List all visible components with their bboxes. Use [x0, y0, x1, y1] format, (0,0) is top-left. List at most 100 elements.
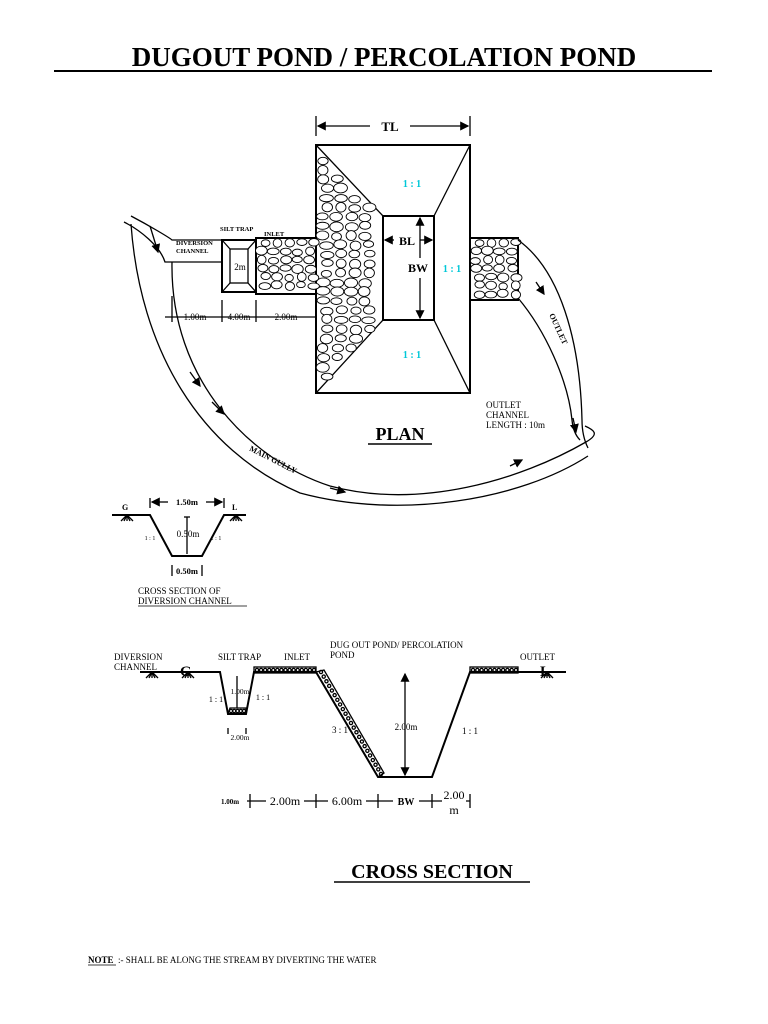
- pond-stone: [349, 333, 364, 344]
- pitching-dot: [291, 667, 296, 673]
- gully-flow-arrow-4: [509, 459, 524, 468]
- stone-pitching-outlet: [469, 238, 523, 300]
- div-caption-2: DIVERSION CHANNEL: [138, 596, 232, 606]
- pond-stone: [333, 239, 348, 250]
- outlet-stone: [485, 280, 497, 290]
- cs-dim-bw: BW: [398, 797, 415, 808]
- pitching-dot: [362, 743, 367, 749]
- outlet-stone: [505, 247, 518, 256]
- pitching-dot: [295, 667, 300, 673]
- pond-stone: [330, 174, 344, 183]
- pond-stone: [345, 230, 357, 241]
- inlet-channel: [255, 237, 317, 295]
- div-l-label: L: [232, 503, 237, 512]
- pond-stone: [362, 305, 376, 315]
- pond-stone: [329, 211, 343, 222]
- div-bottom-width: 0.50m: [176, 566, 198, 576]
- pond-bottom-outline: [382, 215, 435, 321]
- pond-stone: [363, 240, 375, 248]
- cs-trap-bottom: 2.00m: [231, 733, 250, 742]
- pond-stone: [315, 221, 330, 230]
- gully-flow-arrow-1: [189, 371, 201, 388]
- pitching-dot: [329, 688, 335, 693]
- inlet-stone: [268, 265, 280, 274]
- pitching-dot: [321, 674, 326, 679]
- pond-stone: [317, 165, 329, 176]
- pond-stone: [315, 212, 329, 221]
- pitching-dot: [279, 667, 284, 673]
- inlet-stone: [296, 271, 307, 282]
- pitching-dot: [311, 667, 317, 673]
- pitching-dot: [335, 697, 340, 703]
- pitching-dot: [475, 667, 480, 673]
- outlet-stone: [494, 254, 505, 265]
- outlet-channel-label-3: LENGTH : 10m: [486, 420, 545, 430]
- cross-section-heading: CROSS SECTION: [351, 861, 513, 883]
- outlet-flow-arrow-2: [569, 417, 579, 434]
- pond-stone: [345, 343, 357, 353]
- pitching-dot: [356, 734, 362, 740]
- pond-stone: [315, 230, 330, 241]
- cs-dim-a-bg: [215, 795, 247, 806]
- pond-stone: [357, 286, 371, 297]
- pond-stone: [359, 221, 372, 230]
- silt-trap-corner-4: [247, 282, 257, 293]
- pitching-dot: [479, 667, 484, 673]
- inlet-stone: [271, 272, 283, 282]
- silt-trap-corner-2: [247, 239, 257, 250]
- pond-stone: [335, 324, 348, 334]
- outlet-stone: [474, 239, 485, 247]
- inlet-stone: [291, 248, 303, 257]
- pitching-dot: [254, 667, 260, 673]
- outlet-stone: [510, 238, 522, 246]
- pond-stone: [331, 352, 343, 361]
- pitching-dot: [241, 708, 247, 714]
- pond-stone: [331, 232, 342, 241]
- outlet-stone: [473, 290, 486, 299]
- outlet-stone: [496, 272, 510, 283]
- pitching-dot: [500, 667, 506, 673]
- pitching-dot: [373, 762, 378, 767]
- slope-edge-br: [433, 319, 471, 394]
- cs-dim-a: 1.00m: [221, 798, 239, 806]
- inlet-stone: [256, 254, 267, 265]
- pond-stone: [361, 316, 376, 325]
- cs-dim-d-bg: [442, 785, 466, 811]
- outlet-stone: [481, 264, 493, 272]
- pond-stone: [321, 183, 335, 193]
- cs-dim-d1: 2.00: [444, 788, 465, 802]
- pitching-dot: [337, 702, 343, 707]
- inlet-stone: [272, 238, 283, 248]
- diversion-flow-arrow: [149, 225, 161, 254]
- outlet-stone: [483, 255, 494, 265]
- silt-trap-inner: [229, 248, 249, 284]
- silt-trap-label: SILT TRAP: [220, 226, 253, 233]
- div-slope-left: 1 : 1: [145, 536, 156, 542]
- cs-diversion-1: DIVERSION: [114, 652, 163, 662]
- grass-mark: [235, 514, 243, 522]
- pond-stone: [329, 221, 344, 233]
- pond-stone: [319, 194, 334, 203]
- bw-label: BW: [408, 261, 428, 275]
- inlet-stone: [284, 281, 295, 291]
- grass-mark: [126, 514, 134, 522]
- silt-trap-size: 2m: [234, 262, 246, 272]
- main-gully-label: MAIN GULLY: [248, 444, 299, 476]
- pond-stone: [329, 278, 345, 288]
- diversion-label-2: CHANNEL: [176, 248, 209, 255]
- outlet-channel-label-1: OUTLET: [486, 400, 521, 410]
- page-title: DUGOUT POND / PERCOLATION POND: [132, 42, 637, 72]
- pitching-dot: [483, 667, 489, 673]
- pitching-dot: [326, 683, 332, 689]
- pond-stone: [320, 251, 335, 260]
- cs-slope-3-1: 3 : 1: [332, 725, 348, 735]
- outlet-stone: [493, 263, 505, 273]
- cs-slope-1-1: 1 : 1: [462, 726, 478, 736]
- pitching-dot: [470, 667, 476, 673]
- div-channel-profile: [112, 514, 246, 557]
- silt-trap-corner-3: [221, 282, 231, 293]
- main-gully-inner-edge: [171, 261, 595, 496]
- pond-stone: [335, 248, 348, 259]
- pitching-dot: [505, 667, 510, 673]
